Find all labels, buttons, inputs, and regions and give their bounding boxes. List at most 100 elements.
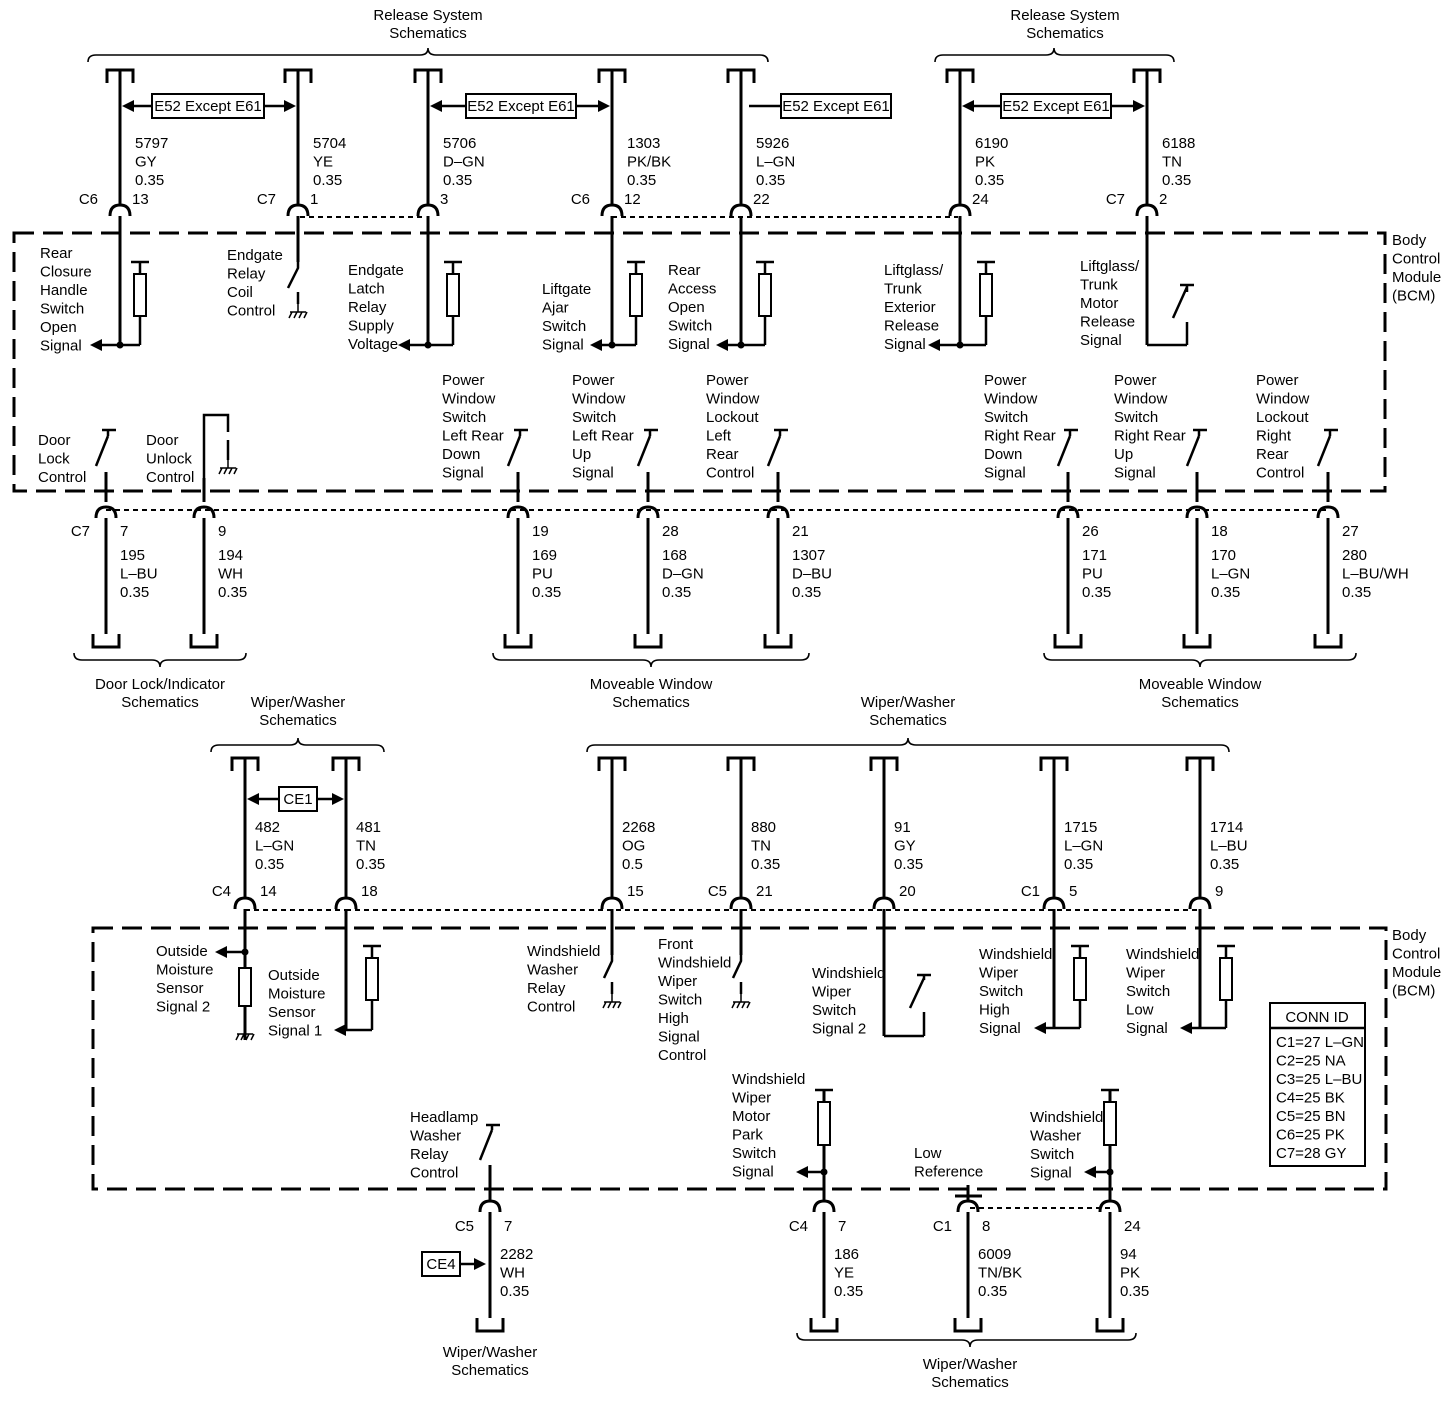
wire-label: 1307 (792, 547, 825, 564)
wire-label: 0.35 (500, 1283, 529, 1300)
signal-label: Window (1114, 391, 1168, 408)
wire-label: 0.35 (532, 584, 561, 601)
ground-icon (218, 460, 238, 475)
switch-icon (908, 973, 931, 1009)
signal-label: Wiper (979, 965, 1018, 982)
pin-number: 3 (440, 191, 448, 208)
schematic-label: Release System (1010, 7, 1119, 24)
schematic-label: Schematics (869, 712, 947, 729)
option-e52-box (465, 93, 577, 119)
schematic-label: Door Lock/Indicator (95, 676, 225, 693)
schematic-label: Moveable Window (590, 676, 713, 693)
pin-number: 21 (756, 883, 773, 900)
wire-label: WH (500, 1265, 525, 1282)
pin-number: 18 (1211, 523, 1228, 540)
module-label: Control (1392, 251, 1440, 268)
pullup-supply (815, 1088, 833, 1102)
connector-id: C7 (257, 191, 276, 208)
signal-label: Washer (1030, 1128, 1081, 1145)
signal-label: Power (442, 372, 485, 389)
signal-label: High (658, 1010, 689, 1027)
signal-label: Low (914, 1145, 942, 1162)
harness-terminal (475, 1318, 505, 1333)
connector-symbol (812, 1199, 836, 1213)
arrow-head (1034, 1022, 1046, 1034)
signal-label: Open (668, 299, 705, 316)
signal-label: Power (706, 372, 749, 389)
signal-label: Handle (40, 282, 88, 299)
resistor (238, 967, 252, 1007)
switch-icon (602, 955, 614, 979)
switch-icon (1171, 283, 1194, 319)
signal-label: Signal (732, 1164, 774, 1181)
bracket-wiper-left (210, 737, 385, 753)
signal-label: Door (38, 432, 71, 449)
pin-number: 24 (1124, 1218, 1141, 1235)
connector-symbol (600, 203, 624, 217)
bracket-wiper-mid (586, 737, 1230, 753)
signal-label: Lockout (1256, 409, 1309, 426)
arrow-head (474, 1258, 486, 1270)
junction-dot (956, 341, 964, 349)
connector-symbol (1188, 896, 1212, 910)
signal-label: Motor (732, 1108, 770, 1125)
signal-label: Ajar (542, 300, 569, 317)
signal-label: Switch (1030, 1146, 1074, 1163)
wire-label: 0.35 (894, 856, 923, 873)
connector-symbol (1185, 505, 1209, 519)
module-label: (BCM) (1392, 983, 1435, 1000)
signal-label: Left (706, 428, 732, 445)
signal-label: Signal (572, 465, 614, 482)
connector-symbol (1056, 505, 1080, 519)
arrow-head (284, 100, 296, 112)
wire-label: D–GN (662, 566, 704, 583)
signal-label: Endgate (348, 262, 404, 279)
signal-label: Window (572, 391, 626, 408)
signal-label: Control (227, 303, 275, 320)
conn-id-row: C4=25 BK (1276, 1090, 1345, 1107)
connector-id: C6 (571, 191, 590, 208)
bracket-wiper-bottom (796, 1332, 1137, 1348)
signal-label: Sensor (268, 1004, 316, 1021)
wire-label: 0.35 (792, 584, 821, 601)
wire-label: 0.35 (662, 584, 691, 601)
signal-label: Power (1256, 372, 1299, 389)
signal-label: Signal 2 (812, 1021, 866, 1038)
option-e52-box (151, 93, 265, 119)
signal-label: Switch (1114, 409, 1158, 426)
pin-number: 7 (504, 1218, 512, 1235)
ground-icon (235, 1026, 255, 1041)
signal-label: Switch (812, 1002, 856, 1019)
arrow-head (716, 339, 728, 351)
conn-id-title: CONN ID (1285, 1009, 1349, 1026)
signal-label: Rear (1256, 446, 1289, 463)
switch-icon (478, 1123, 500, 1161)
pin-number: 27 (1342, 523, 1359, 540)
wire-label: 481 (356, 819, 381, 836)
pin-number: 19 (532, 523, 549, 540)
signal-label: Front (658, 936, 694, 953)
wire-label: OG (622, 838, 645, 855)
wire-label: 5926 (756, 135, 789, 152)
harness-terminal (503, 634, 533, 649)
wire-label: 5706 (443, 135, 476, 152)
signal-label: Switch (658, 992, 702, 1009)
schematic-label: Schematics (1161, 694, 1239, 711)
connector-symbol (600, 896, 624, 910)
conn-id-row: C2=25 NA (1276, 1053, 1346, 1070)
wire-label: 2268 (622, 819, 655, 836)
conn-id-row: C6=25 PK (1276, 1127, 1345, 1144)
connector-symbol (1098, 1199, 1122, 1213)
wire-label: PK (1120, 1265, 1140, 1282)
signal-label: Door (146, 432, 179, 449)
wire-label: 0.35 (313, 172, 342, 189)
wire-label: 0.35 (218, 584, 247, 601)
pin-number: 8 (982, 1218, 990, 1235)
bcm-box-upper (12, 231, 1387, 493)
arrow-head (962, 100, 974, 112)
pullup-supply (1101, 1088, 1119, 1102)
wire-label: 170 (1211, 547, 1236, 564)
signal-label: Signal (40, 338, 82, 355)
wire-label: 171 (1082, 547, 1107, 564)
harness-terminal (945, 68, 975, 83)
